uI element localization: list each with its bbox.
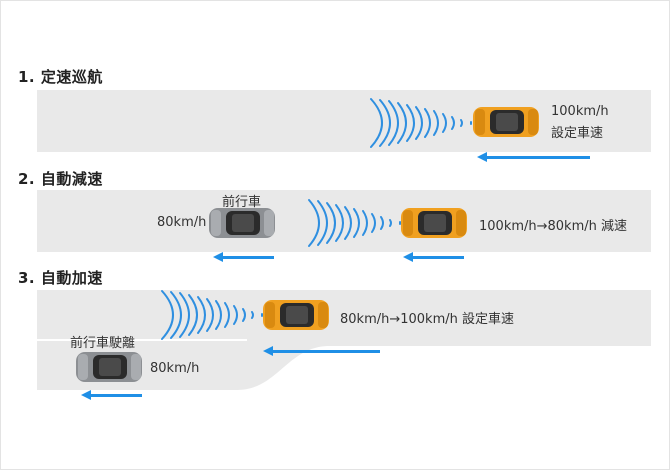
direction-arrow-icon	[81, 390, 142, 400]
section-2-lead-label: 前行車	[222, 195, 262, 210]
direction-arrow-icon	[213, 252, 274, 262]
section-1-speed: 100km/h	[551, 104, 609, 119]
own-car-icon	[401, 208, 467, 238]
section-2-heading: 2. 自動減速	[18, 170, 103, 188]
direction-arrow-icon	[477, 152, 590, 162]
section-3-speed-change: 80km/h→100km/h 設定車速	[340, 312, 515, 327]
section-2-speed-change: 100km/h→80km/h 減速	[479, 219, 628, 234]
section-2-lane	[37, 190, 651, 252]
section-3-heading: 3. 自動加速	[18, 269, 103, 287]
section-1-lane	[37, 90, 651, 152]
section-3-lead-speed: 80km/h	[150, 361, 200, 376]
section-1-set-speed: 設定車速	[551, 126, 604, 141]
section-1-heading: 1. 定速巡航	[18, 68, 103, 86]
lead-car-icon	[209, 208, 275, 238]
section-3-lead-label: 前行車駛離	[70, 336, 136, 351]
radar-wave-icon	[370, 98, 472, 148]
own-car-icon	[473, 107, 539, 137]
direction-arrow-icon	[403, 252, 464, 262]
section-3-road	[37, 290, 651, 390]
own-car-icon	[263, 300, 329, 330]
lead-car-icon	[76, 352, 142, 382]
direction-arrow-icon	[263, 346, 380, 356]
radar-wave-icon	[308, 199, 401, 247]
section-2-lead-speed: 80km/h	[157, 215, 207, 230]
radar-wave-icon	[161, 290, 263, 340]
